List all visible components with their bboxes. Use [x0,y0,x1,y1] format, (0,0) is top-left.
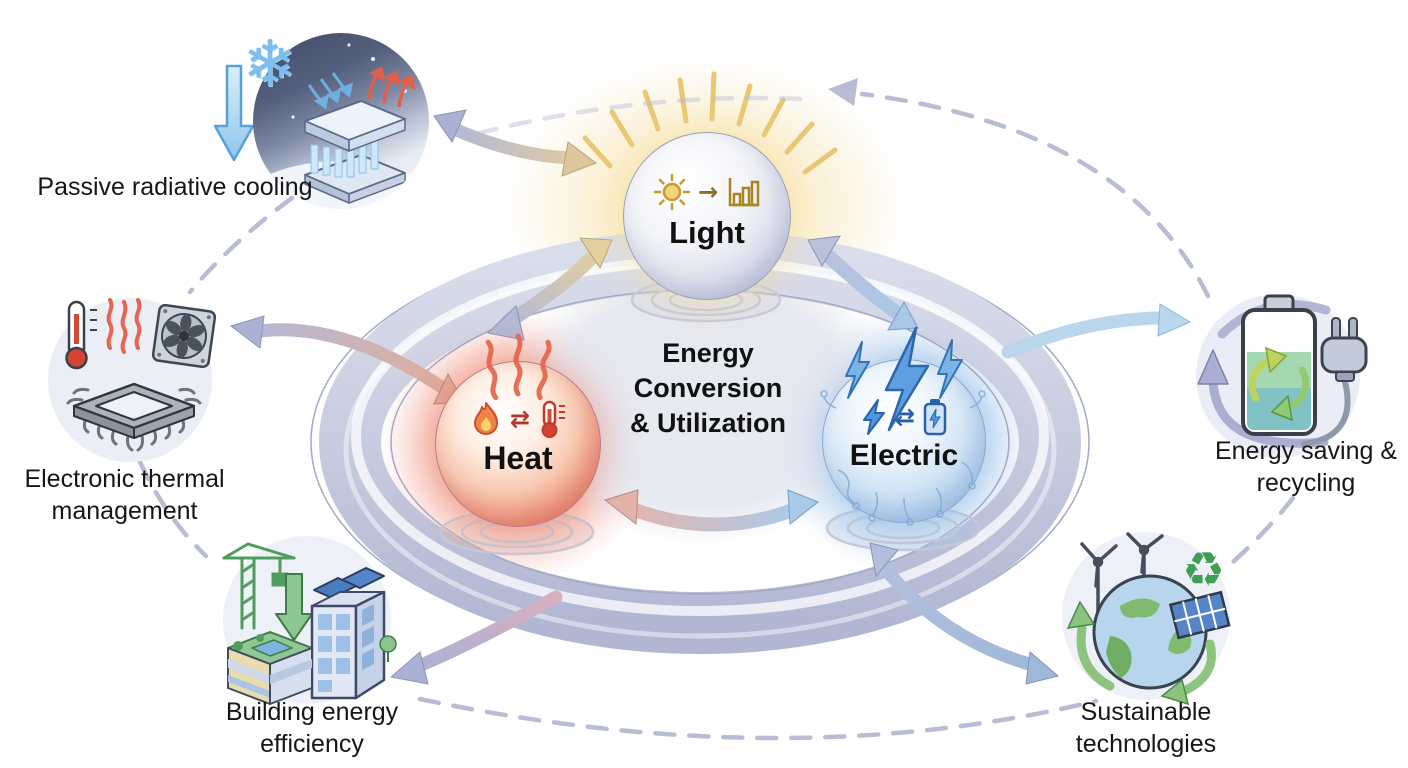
center-title-line3: & Utilization [630,408,786,439]
dashed-loop-arrowhead [828,78,858,106]
building-energy-efficiency-icon [212,528,402,718]
energy-saving-recycling-label: Energy saving & recycling [1214,437,1398,497]
fan-icon [151,303,217,369]
sun-icon [653,173,691,211]
exchange-icon: ⇄ [894,403,916,431]
center-title-line2: Conversion [633,373,783,404]
thermometer-icon [541,400,566,438]
energy-saving-recycling-icon [1186,284,1386,474]
exchange-icon: ⇄ [509,405,531,433]
chip-icon [66,382,202,452]
green-roof-block-icon [227,631,313,705]
bar-chart-icon [728,178,760,207]
sustainable-technologies-icon: ♻ [1050,524,1245,719]
passive-radiative-cooling-icon [253,33,429,209]
center-title-line1: Energy [662,338,754,368]
flame-icon [473,402,498,435]
emit-arrows-icon [367,66,416,108]
thermometer-icon [65,300,97,370]
heat-waves-icon [106,298,142,354]
electric-node: ⇄ Electric [822,359,986,523]
snowflake-icon: ❄ [243,28,297,102]
crane-icon [222,542,296,630]
sustainable-technologies-label: Sustainable technologies [1075,698,1217,758]
battery-icon [923,399,947,436]
radiative-panel-icon [304,100,406,204]
absorb-arrows-icon [307,72,354,110]
electric-label: Electric [849,439,959,472]
electronic-thermal-management-label: Electronic thermal management [24,465,225,525]
heat-label: Heat [483,440,553,476]
passive-radiative-cooling-label: Passive radiative cooling [37,173,313,201]
recycle-icon: ♻ [1182,542,1225,598]
light-label: Light [669,215,745,250]
lightning-icon [862,399,885,435]
recycle-arrows-icon [1248,346,1310,422]
diagram-center-title: Energy Conversion & Utilization [593,336,823,441]
light-node: → Light [623,132,791,300]
build-down-arrow [275,573,313,641]
plug-icon [1301,317,1368,447]
electronic-thermal-management-icon [38,288,218,468]
heat-node: ⇄ Heat [435,361,601,527]
battery-icon [1241,294,1317,436]
building-energy-efficiency-label: Building energy efficiency [225,698,399,758]
solar-panel-icon [1168,590,1231,640]
convert-arrow-icon: → [697,178,719,206]
